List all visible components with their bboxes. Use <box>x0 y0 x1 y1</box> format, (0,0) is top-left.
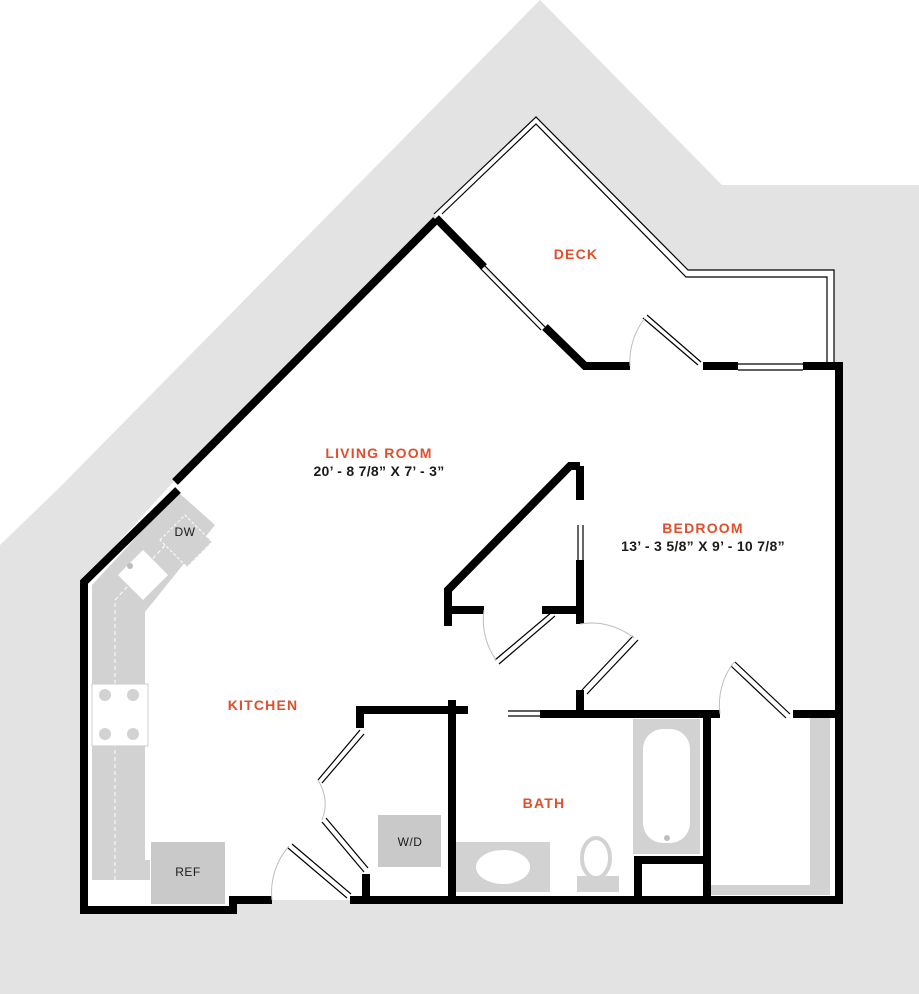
cooktop <box>91 683 149 747</box>
washer-dryer-label: W/D <box>398 835 423 849</box>
kitchen-sink <box>118 550 168 600</box>
bath-label: BATH <box>523 795 566 811</box>
washer-dryer: W/D <box>378 815 441 867</box>
dishwasher-label: DW <box>175 525 196 539</box>
living-room-dimensions: 20’ - 8 7/8” X 7’ - 3” <box>313 463 444 479</box>
bedroom-closet-shelf <box>710 718 830 895</box>
bath-vanity <box>456 842 550 892</box>
kitchen-label: KITCHEN <box>228 697 299 713</box>
living-room-label: LIVING ROOM <box>325 445 432 461</box>
bathtub <box>633 719 700 854</box>
bedroom-dimensions: 13’ - 3 5/8” X 9’ - 10 7/8” <box>621 538 785 554</box>
deck-label: DECK <box>554 246 598 262</box>
toilet <box>577 836 619 892</box>
refrigerator: REF <box>151 842 225 904</box>
doors <box>271 314 791 901</box>
dishwasher: DW <box>159 514 213 568</box>
walls <box>80 215 843 914</box>
counter-edge <box>114 539 171 880</box>
deck-railing <box>433 116 835 362</box>
kitchen-counter <box>92 492 215 880</box>
deck-railing-inner <box>441 123 828 362</box>
bedroom-label: BEDROOM <box>662 520 744 536</box>
deck-area <box>434 117 834 366</box>
refrigerator-label: REF <box>175 865 201 879</box>
